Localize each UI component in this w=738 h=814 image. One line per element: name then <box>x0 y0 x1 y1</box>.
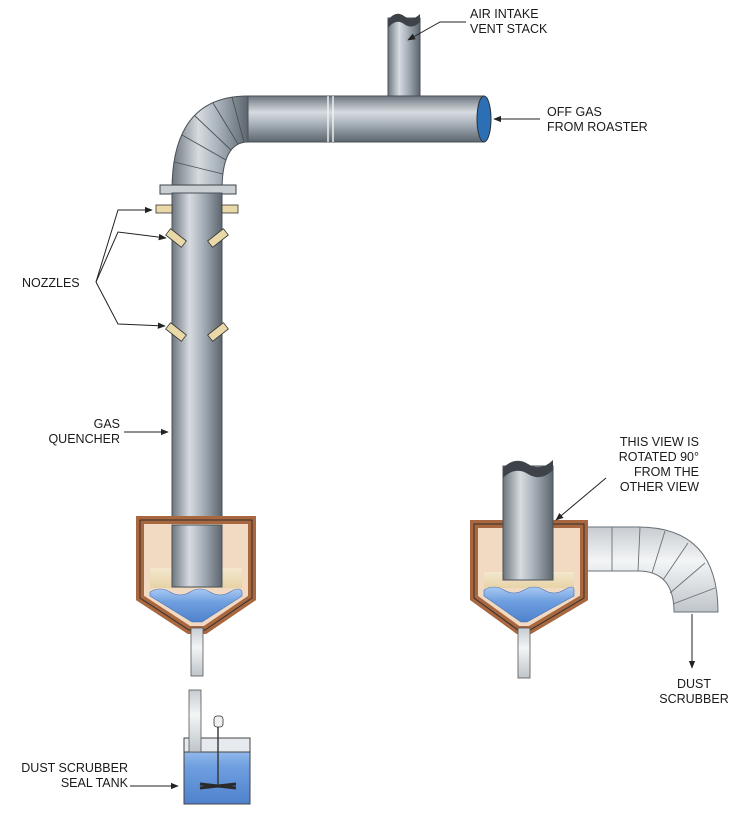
rotated-drain-pipe <box>517 627 531 679</box>
rotated-note-line1: THIS VIEW IS <box>620 435 699 449</box>
gas-quencher-label-line2: QUENCHER <box>48 432 120 446</box>
off-gas-label-line2: FROM ROASTER <box>547 120 648 134</box>
dust-scrubber-seal-tank <box>183 689 251 805</box>
rotated-note-line4: OTHER VIEW <box>620 480 699 494</box>
nozzle-set <box>155 204 239 342</box>
air-intake-label-line2: VENT STACK <box>470 22 548 36</box>
dust-scrubber-label-line2: SCRUBBER <box>659 692 728 706</box>
rotated-note-line3: FROM THE <box>634 465 699 479</box>
dust-scrubber-label-line1: DUST <box>677 677 711 691</box>
quench-seal-vessel <box>136 516 256 634</box>
leader-lines <box>95 21 696 790</box>
gas-quencher-label-line1: GAS <box>94 417 120 431</box>
rotated-note-line2: ROTATED 90° <box>619 450 699 464</box>
main-quencher-view <box>136 13 492 805</box>
drain-pipe <box>190 627 204 677</box>
off-gas-label-line1: OFF GAS <box>547 105 602 119</box>
rotated-quencher-pipe <box>502 460 554 581</box>
air-intake-vent-stack <box>387 13 421 105</box>
seal-tank-label-line1: DUST SCRUBBER <box>21 761 128 775</box>
seal-tank-label-line2: SEAL TANK <box>61 776 129 790</box>
outlet-duct-to-scrubber <box>571 526 719 613</box>
off-gas-duct <box>247 95 492 143</box>
rotated-view <box>470 460 719 679</box>
nozzles-label: NOZZLES <box>22 276 80 290</box>
duct-elbow <box>171 95 249 191</box>
air-intake-label-line1: AIR INTAKE <box>470 7 539 21</box>
